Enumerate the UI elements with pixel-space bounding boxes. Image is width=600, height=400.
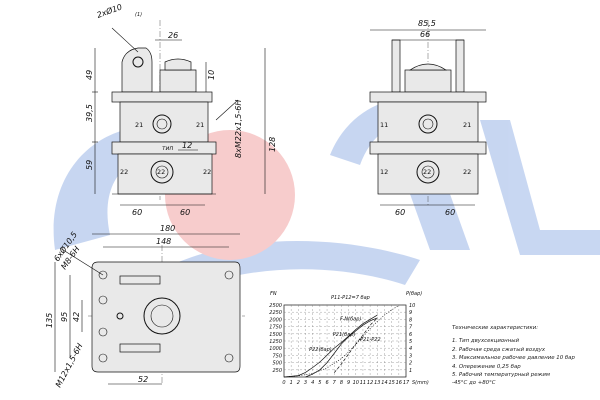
port-label-front-22a: 22 xyxy=(120,168,128,176)
port-label-front-22b: 22 xyxy=(157,168,165,176)
chart-x-tick: 10 xyxy=(353,380,359,386)
chart-left-tick: 2000 xyxy=(269,317,282,323)
chart-series-line-2 xyxy=(305,317,378,378)
chart-x-tick: 3 xyxy=(304,380,307,386)
chart-left-tick: 1000 xyxy=(269,346,282,352)
port-label-side-11: 11 xyxy=(380,121,388,129)
chart-right-tick: 2 xyxy=(409,361,412,367)
spec-item-5: 5. Рабочий температурный режим xyxy=(452,372,550,379)
specs-title: Технические характеристики: xyxy=(452,325,539,331)
dim-180: 180 xyxy=(160,224,175,233)
dim-10: 10 xyxy=(207,70,216,80)
dim-60-left: 60 xyxy=(132,208,142,217)
dim-side-60-right: 60 xyxy=(445,208,455,217)
chart-right-tick: 4 xyxy=(409,346,412,352)
dim-42: 42 xyxy=(72,312,81,322)
port-label-side-22a: 22 xyxy=(423,168,431,176)
chart-annotation: P22(бар) xyxy=(309,347,332,353)
chart-right-tick: 7 xyxy=(409,325,413,331)
chart-series-line-4 xyxy=(283,305,399,378)
dim-85-5: 85,5 xyxy=(418,19,436,28)
chart-x-tick: 6 xyxy=(325,380,328,386)
port-label-front-22c: 22 xyxy=(203,168,211,176)
chart-x-tick: 16 xyxy=(396,380,402,386)
specs-block: Технические характеристики: 1. Тип двухс… xyxy=(452,324,598,388)
port-label-side-22b: 22 xyxy=(463,168,471,176)
chart-left-axis-label: FN xyxy=(270,291,277,297)
chart-right-axis-label: P(бар) xyxy=(406,291,422,297)
dim-128: 128 xyxy=(268,137,277,152)
dim-m12: M12х1,5-6H xyxy=(54,342,85,389)
chart-left-tick: 1750 xyxy=(269,325,282,331)
chart-series-line-1 xyxy=(283,314,378,378)
chart-x-tick: 2 xyxy=(297,380,300,386)
port-label-side-12: 12 xyxy=(380,168,388,176)
chart-left-tick: 1500 xyxy=(269,332,282,338)
chart-left-tick: 250 xyxy=(272,368,282,374)
chart-left-tick: 750 xyxy=(272,353,282,359)
side-view xyxy=(369,20,487,206)
chart-series-line-3 xyxy=(333,317,378,373)
chart-right-tick: 1 xyxy=(409,368,412,374)
front-view xyxy=(92,20,266,206)
chart-right-tick: 10 xyxy=(409,303,415,309)
dim-148: 148 xyxy=(156,237,171,246)
chart-right-tick: 5 xyxy=(409,339,412,345)
dim-holes-top-sup: (1) xyxy=(135,12,142,18)
chart-x-tick: 7 xyxy=(333,380,337,386)
spec-item-4: 4. Опережение 0,25 бар xyxy=(452,363,521,370)
spec-item-6: -45°С до +80°С xyxy=(452,380,496,387)
dim-60-right: 60 xyxy=(180,208,190,217)
chart-left-tick: 500 xyxy=(272,361,282,367)
dim-49: 49 xyxy=(85,70,94,80)
chart-annotation: F-N(бар) xyxy=(340,317,361,323)
chart-x-tick: 4 xyxy=(311,380,314,386)
chart-x-tick: 15 xyxy=(388,380,394,386)
dim-135: 135 xyxy=(45,313,54,328)
port-label-side-21: 21 xyxy=(463,121,471,129)
spec-item-3: 3. Максимальное рабочее давление 10 бар xyxy=(452,355,575,362)
dim-95: 95 xyxy=(60,312,69,322)
chart-right-tick: 6 xyxy=(409,332,412,338)
chart-x-label: S(mm) xyxy=(412,380,429,386)
spec-item-1: 1. Тип двухсекционный xyxy=(452,338,519,345)
dim-59: 59 xyxy=(85,160,94,170)
chart-x-tick: 8 xyxy=(340,380,343,386)
chart-left-tick: 1250 xyxy=(269,339,282,345)
chart-right-tick: 9 xyxy=(409,310,412,316)
chart-x-tick: 0 xyxy=(282,380,285,386)
chart-right-tick: 3 xyxy=(409,353,412,359)
dim-52: 52 xyxy=(138,375,148,384)
spec-item-2: 2. Рабочая среда сжатый воздух xyxy=(452,346,546,353)
port-label-front-21b: 21 xyxy=(196,121,204,129)
dim-side-60-left: 60 xyxy=(395,208,405,217)
type-label: тип xyxy=(162,145,173,152)
chart-x-tick: 11 xyxy=(360,380,366,386)
chart-left-tick: 2250 xyxy=(269,310,282,316)
port-label-front-21a: 21 xyxy=(135,121,143,129)
dim-66: 66 xyxy=(420,30,430,39)
chart-x-tick: 17 xyxy=(403,380,410,386)
bottom-view xyxy=(54,233,245,385)
chart-annotation: P21(бар) xyxy=(333,332,356,338)
chart-x-tick: 13 xyxy=(374,380,380,386)
dim-12: 12 xyxy=(182,141,192,150)
chart-x-tick: 1 xyxy=(290,380,293,386)
chart-x-tick: 9 xyxy=(347,380,350,386)
chart-x-tick: 14 xyxy=(381,380,387,386)
dim-holes-top: 2хØ10 xyxy=(95,1,123,19)
dim-26: 26 xyxy=(168,31,178,40)
chart-x-tick: 12 xyxy=(367,380,373,386)
dim-39-5: 39,5 xyxy=(85,104,94,122)
chart-left-tick: 2500 xyxy=(269,303,282,309)
chart-title: P11-P12=7 бар xyxy=(331,295,370,301)
dim-thread-6h: 8хM22х1,5-6H xyxy=(234,100,243,158)
chart-x-tick: 5 xyxy=(318,380,321,386)
chart-annotation: P21-P22 xyxy=(360,337,381,343)
chart-right-tick: 8 xyxy=(409,317,412,323)
